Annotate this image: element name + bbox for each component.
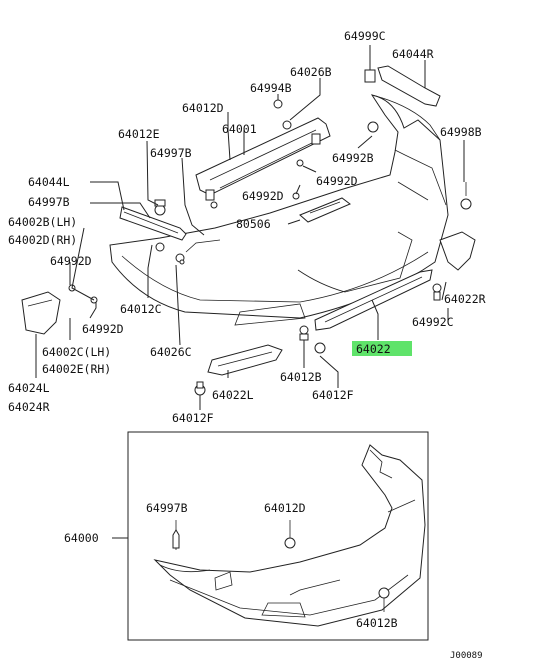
label-64024R: 64024R — [8, 400, 50, 414]
label-64012F-right: 64012F — [312, 388, 354, 402]
label-64999C: 64999C — [344, 29, 386, 43]
label-64992D-left: 64992D — [50, 254, 92, 268]
label-80506: 80506 — [236, 217, 271, 231]
garnish-left — [207, 344, 283, 376]
fasteners — [68, 99, 472, 396]
label-64000: 64000 — [64, 531, 99, 545]
label-64012B-inset: 64012B — [356, 616, 398, 630]
label-64044R: 64044R — [392, 47, 434, 61]
label-64997B-inset: 64997B — [146, 501, 188, 515]
label-64012D-inset: 64012D — [264, 501, 306, 515]
label-64992D-low: 64992D — [82, 322, 124, 336]
lower-garnish-strip — [314, 269, 433, 331]
assembly-inset — [112, 431, 429, 641]
mud-guard — [21, 291, 61, 335]
label-64022L: 64022L — [212, 388, 254, 402]
label-64022R: 64022R — [444, 292, 486, 306]
license-plate-bracket — [299, 197, 351, 223]
label-64002D: 64002D(RH) — [8, 233, 77, 247]
label-64026C: 64026C — [150, 345, 192, 359]
label-64002E: 64002E(RH) — [42, 362, 111, 376]
label-64998B: 64998B — [440, 125, 482, 139]
label-64012B-top: 64012B — [280, 370, 322, 384]
label-64001: 64001 — [222, 122, 257, 136]
label-64012D-top: 64012D — [182, 101, 224, 115]
label-64012E: 64012E — [118, 127, 160, 141]
label-64992B: 64992B — [332, 151, 374, 165]
label-64992D-right: 64992D — [316, 174, 358, 188]
label-64024L: 64024L — [8, 381, 50, 395]
label-64997B-top: 64997B — [150, 146, 192, 160]
side-bracket-left — [119, 206, 187, 241]
label-64012C: 64012C — [120, 302, 162, 316]
label-64992D-center: 64992D — [242, 189, 284, 203]
label-64012F-left: 64012F — [172, 411, 214, 425]
diagram-code: J00089 — [450, 651, 483, 661]
label-64997B-left: 64997B — [28, 195, 70, 209]
label-64994B: 64994B — [250, 81, 292, 95]
label-64992C: 64992C — [412, 315, 454, 329]
label-64026B: 64026B — [290, 65, 332, 79]
garnish-right — [439, 231, 476, 271]
bumper-bracket — [195, 117, 331, 201]
leader-lines — [35, 45, 465, 410]
label-64022: 64022 — [356, 342, 391, 356]
label-64044L: 64044L — [28, 175, 70, 189]
highlight-64022 — [352, 341, 412, 356]
label-64002C: 64002C(LH) — [42, 345, 111, 359]
label-64002B: 64002B(LH) — [8, 215, 77, 229]
